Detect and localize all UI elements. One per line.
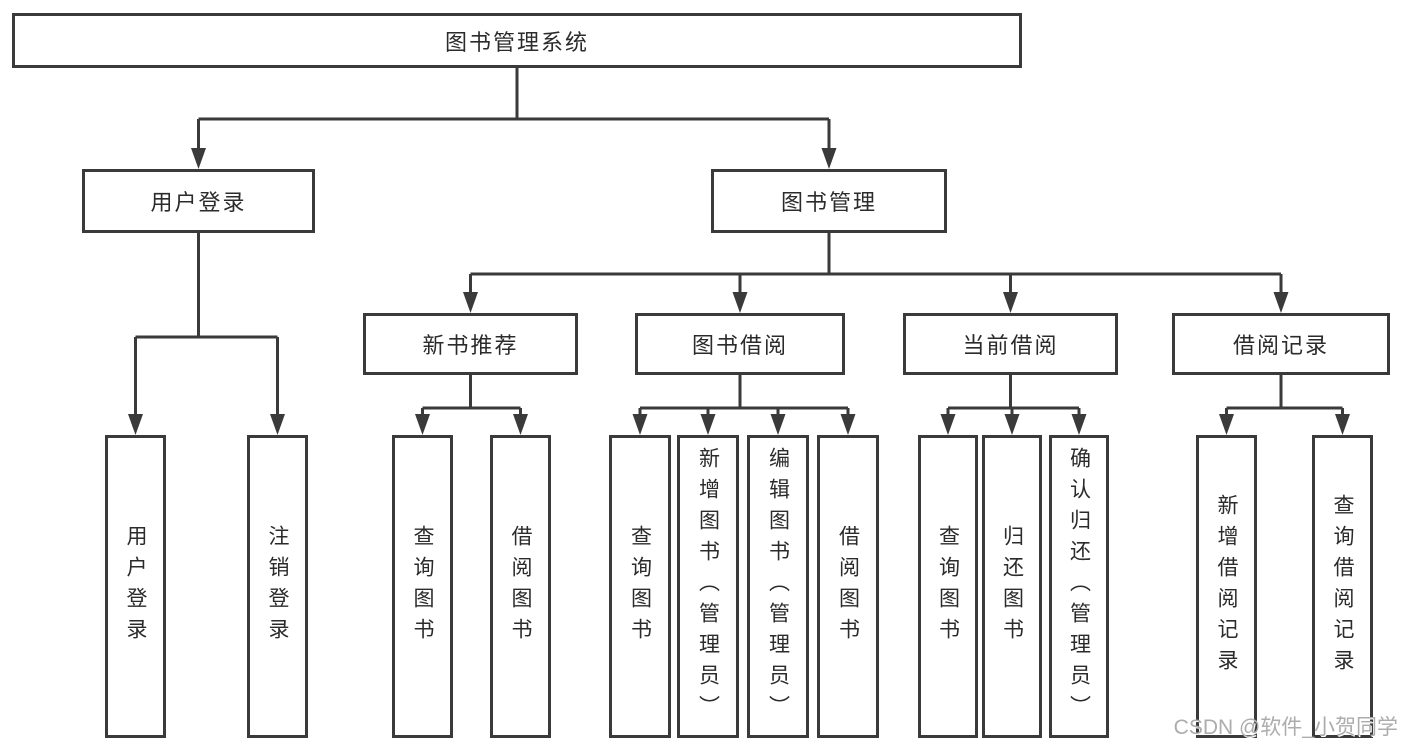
node-new-book-recommend: 新书推荐 — [363, 313, 578, 375]
leaf-current-query-books: 查询图书 — [918, 435, 978, 738]
leaf-newbook-borrow-books-label: 借阅图书 — [509, 524, 532, 649]
leaf-borrowing-add-books-admin-label: 新增图书（管理员） — [696, 447, 720, 726]
node-book-borrowing: 图书借阅 — [635, 313, 845, 375]
leaf-newbook-query-books: 查询图书 — [392, 435, 453, 738]
leaf-records-query-record-label: 查询借阅记录 — [1331, 493, 1354, 680]
leaf-records-query-record: 查询借阅记录 — [1312, 435, 1373, 738]
leaf-current-confirm-return-admin: 确认归还（管理员） — [1049, 435, 1109, 738]
leaf-current-confirm-return-admin-label: 确认归还（管理员） — [1067, 447, 1091, 726]
leaf-newbook-query-books-label: 查询图书 — [411, 524, 434, 649]
leaf-user-login: 用户登录 — [105, 435, 166, 738]
node-borrowing-records: 借阅记录 — [1172, 313, 1390, 375]
leaf-borrowing-borrow-books: 借阅图书 — [817, 435, 879, 738]
leaf-borrowing-edit-books-admin: 编辑图书（管理员） — [747, 435, 809, 738]
leaf-borrowing-add-books-admin: 新增图书（管理员） — [677, 435, 739, 738]
leaf-current-query-books-label: 查询图书 — [936, 524, 960, 649]
leaf-borrowing-query-books-label: 查询图书 — [628, 524, 652, 649]
node-book-management: 图书管理 — [711, 169, 947, 233]
leaf-newbook-borrow-books: 借阅图书 — [490, 435, 551, 738]
leaf-borrowing-edit-books-admin-label: 编辑图书（管理员） — [766, 447, 790, 726]
leaf-current-return-books: 归还图书 — [982, 435, 1042, 738]
watermark-text: CSDN @软件_小贺同学 — [1173, 716, 1398, 739]
leaf-borrowing-query-books: 查询图书 — [609, 435, 671, 738]
node-root-system: 图书管理系统 — [12, 13, 1022, 68]
leaf-records-add-record: 新增借阅记录 — [1196, 435, 1257, 738]
node-current-borrowing: 当前借阅 — [903, 313, 1118, 375]
leaf-logout-label: 注销登录 — [266, 524, 289, 649]
leaf-logout: 注销登录 — [247, 435, 308, 738]
leaf-records-add-record-label: 新增借阅记录 — [1215, 493, 1238, 680]
node-user-login: 用户登录 — [82, 169, 315, 233]
leaf-borrowing-borrow-books-label: 借阅图书 — [836, 524, 860, 649]
leaf-user-login-label: 用户登录 — [124, 524, 147, 649]
leaf-current-return-books-label: 归还图书 — [1000, 524, 1024, 649]
